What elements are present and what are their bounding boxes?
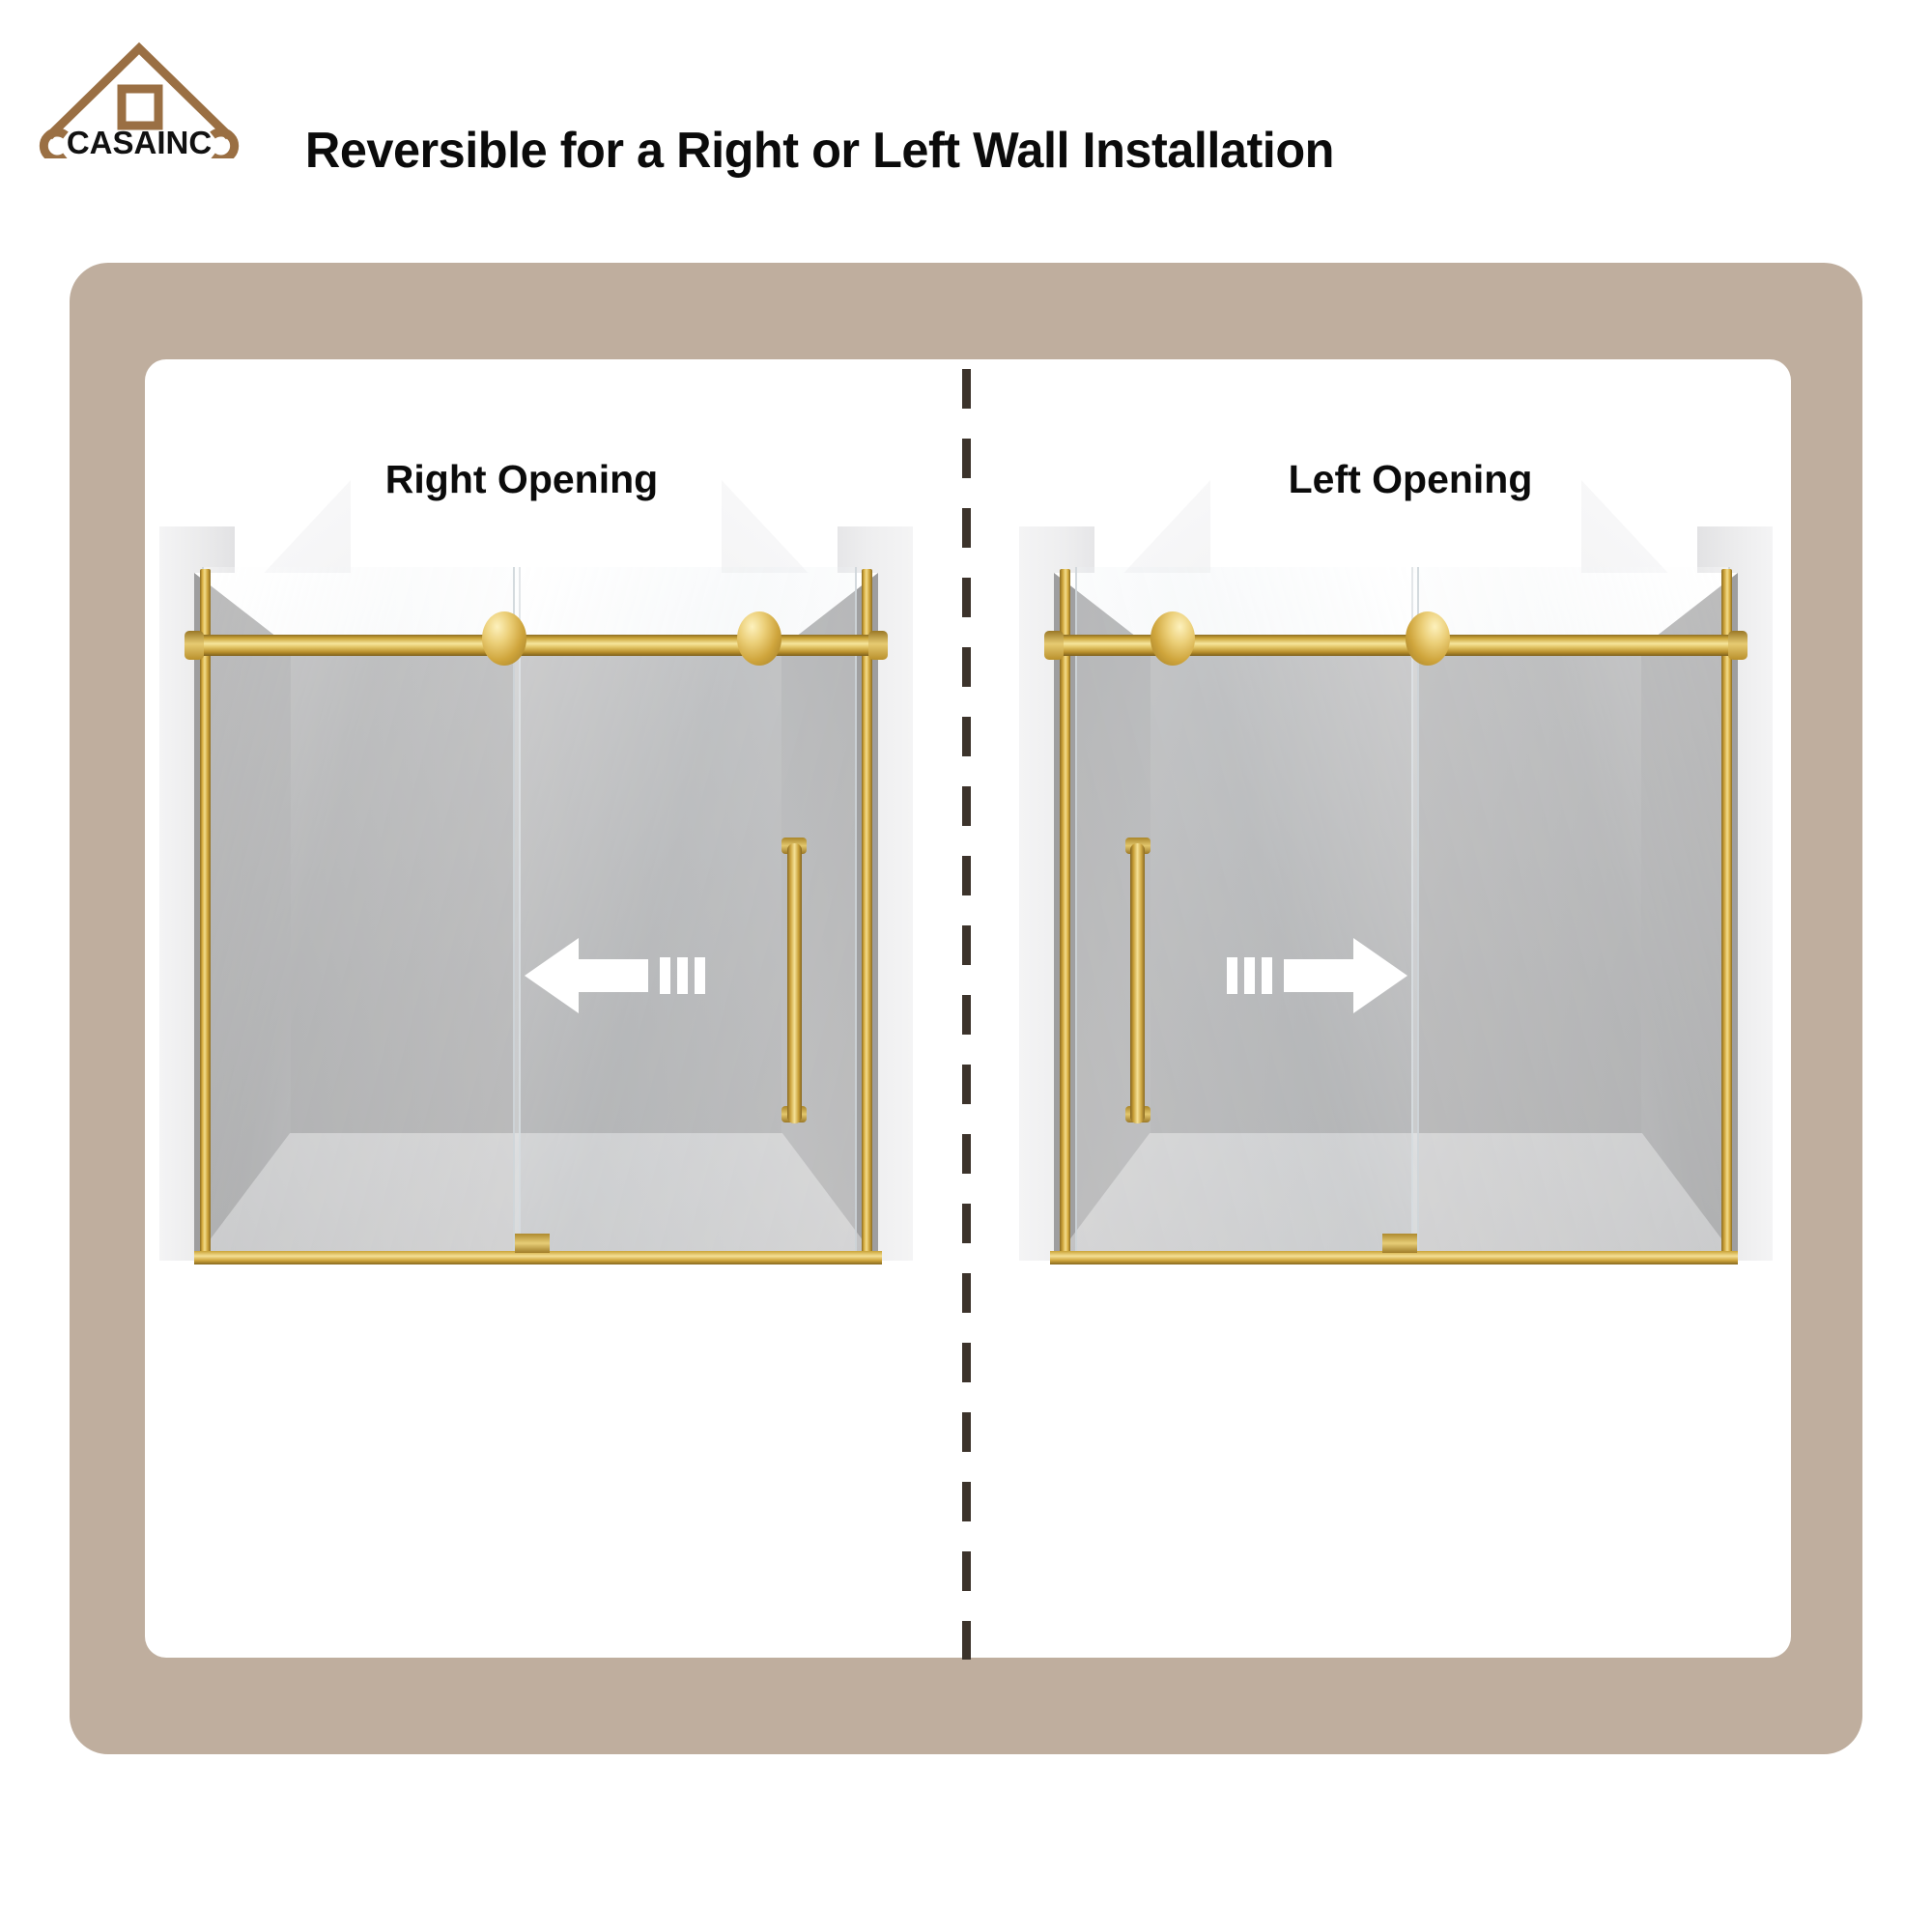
page-title: Reversible for a Right or Left Wall Inst… bbox=[304, 123, 1335, 179]
top-sliding-rail bbox=[190, 635, 884, 656]
panel-label-left-opening: Left Opening bbox=[1288, 457, 1533, 501]
fixed-glass-panel bbox=[202, 567, 521, 1255]
sliding-glass-door bbox=[513, 567, 857, 1255]
roller-wheel-2 bbox=[737, 611, 781, 666]
brand-wordmark: CASAINC bbox=[67, 125, 212, 158]
roller-wheel-1 bbox=[1406, 611, 1450, 666]
frame-post-left bbox=[200, 569, 211, 1261]
sliding-glass-door bbox=[1075, 567, 1419, 1255]
panel-divider bbox=[962, 369, 971, 1660]
rail-end-cap-right bbox=[868, 631, 888, 660]
frame-post-left bbox=[1721, 569, 1732, 1261]
shower-illustration-left-opening bbox=[1019, 526, 1773, 1299]
arrow-right-icon bbox=[1224, 932, 1407, 1019]
arrow-left-icon bbox=[525, 932, 708, 1019]
house-roof-window-icon: CASAINC bbox=[39, 42, 240, 158]
panel-label-right-opening: Right Opening bbox=[384, 457, 659, 501]
frame-post-right bbox=[1060, 569, 1070, 1261]
fixed-glass-panel bbox=[1411, 567, 1730, 1255]
door-bottom-guide bbox=[515, 1234, 550, 1253]
brand-logo: CASAINC bbox=[33, 33, 245, 158]
shower-illustration-right-opening bbox=[159, 480, 913, 1299]
roller-wheel-2 bbox=[1151, 611, 1195, 666]
door-handle[interactable] bbox=[1130, 843, 1145, 1123]
rail-end-cap-left bbox=[185, 631, 204, 660]
frame-post-right bbox=[862, 569, 872, 1261]
roller-wheel-1 bbox=[482, 611, 526, 666]
bottom-track-threshold bbox=[194, 1251, 882, 1264]
door-handle[interactable] bbox=[787, 843, 802, 1123]
rail-end-cap-right bbox=[1044, 631, 1064, 660]
enclosure-back-wall bbox=[291, 648, 781, 1185]
bottom-track-threshold bbox=[1050, 1251, 1738, 1264]
door-bottom-guide bbox=[1382, 1234, 1417, 1253]
rail-end-cap-left bbox=[1728, 631, 1747, 660]
